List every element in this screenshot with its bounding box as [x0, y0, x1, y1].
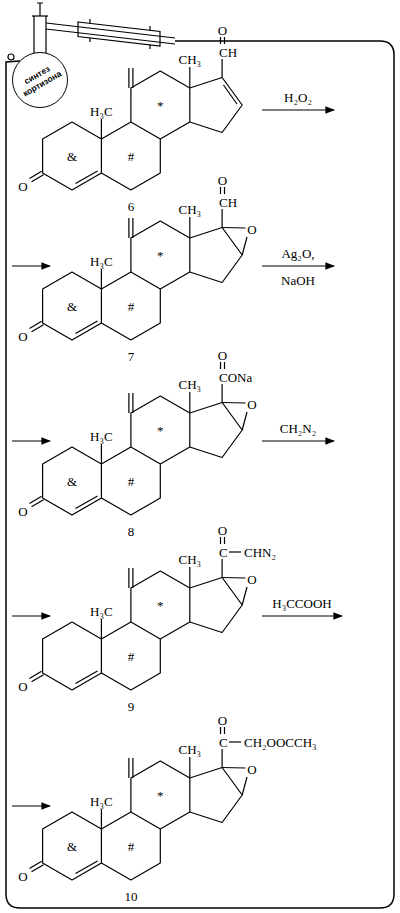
atom-label: O [246, 763, 257, 776]
atom-label: CH₂OOCCH₃ [243, 736, 318, 749]
flask-apparatus [8, 3, 175, 60]
reaction-arrow [12, 110, 342, 806]
compound-number: 6 [127, 200, 136, 213]
atom-label: O [217, 524, 228, 537]
atom-label: O [246, 573, 257, 586]
reagent-label: CH₂N₂ [279, 422, 318, 435]
structure-9 [30, 537, 248, 690]
atom-label: C [218, 546, 229, 559]
atom-label: H₃C [89, 605, 114, 618]
atom-label: O [246, 398, 257, 411]
atom-label: O [217, 714, 228, 727]
reagent-label: Ag₂O, [280, 247, 315, 260]
compound-number: 8 [127, 525, 136, 538]
atom-label: O [17, 330, 28, 343]
atom-label: CHN₂ [243, 546, 277, 559]
ring-marker: & [66, 840, 78, 853]
frame [6, 41, 394, 908]
atom-label: O [17, 180, 28, 193]
atom-label: C [218, 736, 229, 749]
structure-10 [30, 727, 248, 880]
atom-label: CH₃ [178, 743, 203, 756]
ring-marker: * [156, 599, 165, 612]
atom-label: H₃C [89, 795, 114, 808]
atom-label: O [217, 174, 228, 187]
atom-label: CH₃ [178, 378, 203, 391]
compound-number: 10 [123, 890, 138, 903]
atom-label: O [17, 505, 28, 518]
atom-label: CONa [218, 371, 253, 384]
ring-marker: * [156, 249, 165, 262]
ring-marker: & [66, 150, 78, 163]
ring-marker: # [127, 650, 136, 663]
atom-label: O [17, 870, 28, 883]
reagent-label: NaOH [280, 274, 316, 287]
structure-8 [30, 362, 248, 515]
flask-text-holder: синтезкортизона [3, 43, 77, 117]
atom-label: O [217, 349, 228, 362]
reagent-label: H₃CCOOH [271, 597, 332, 610]
reagent-label: H₂O₂ [283, 91, 313, 104]
compound-number: 7 [127, 350, 136, 363]
structure-7 [30, 187, 248, 340]
atom-label: CH₃ [178, 53, 203, 66]
ring-marker: # [127, 840, 136, 853]
ring-marker: & [66, 475, 78, 488]
ring-marker: * [156, 789, 165, 802]
atom-label: CH₃ [178, 553, 203, 566]
atom-label: H₃C [89, 255, 114, 268]
ring-marker: # [127, 150, 136, 163]
structure-6 [30, 37, 243, 190]
atom-label: O [246, 223, 257, 236]
atom-label: H₃C [89, 430, 114, 443]
ring-marker: * [156, 99, 165, 112]
atom-label: CH [218, 46, 238, 59]
atom-label: O [217, 24, 228, 37]
ring-marker: # [127, 475, 136, 488]
ring-marker: # [127, 300, 136, 313]
ring-marker: * [156, 424, 165, 437]
compound-number: 9 [127, 700, 136, 713]
atom-label: CH₃ [178, 203, 203, 216]
atom-label: CH [218, 196, 238, 209]
atom-label: O [17, 680, 28, 693]
flask-circle: синтезкортизона [12, 52, 68, 108]
atom-label: H₃C [89, 105, 114, 118]
ring-marker: & [66, 300, 78, 313]
